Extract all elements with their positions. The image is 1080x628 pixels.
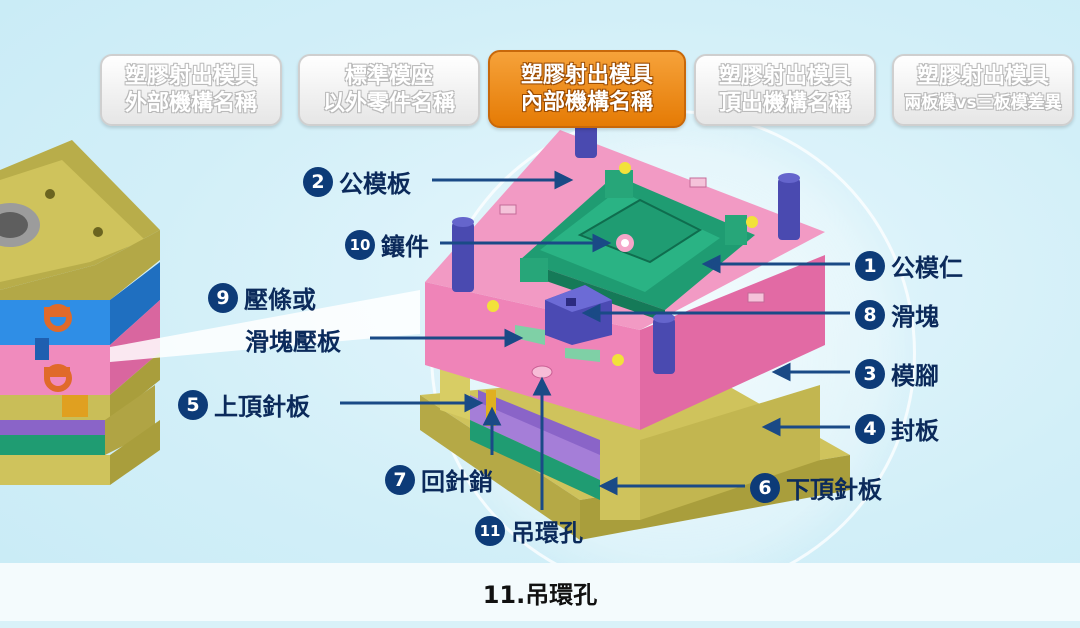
part-number-badge: 10 [345, 229, 375, 260]
tab-line1: 標準模座 [344, 64, 433, 89]
part-number-badge: 3 [855, 358, 885, 389]
part-name: 滑塊 [891, 303, 939, 331]
part-name: 封板 [891, 417, 939, 445]
part-name-line1: 壓條或 [244, 286, 316, 314]
part-name-line2: 滑塊壓板 [245, 328, 341, 356]
part-number-badge: 9 [208, 282, 238, 313]
caption-text: 11.吊環孔 [482, 580, 598, 609]
label-part-5: 5 上頂針板 [178, 387, 310, 422]
part-number-badge: 11 [475, 515, 505, 546]
part-name: 鑲件 [381, 233, 429, 261]
tab-ejection-mechanism[interactable]: 塑膠射出模具 頂出機構名稱 [694, 54, 876, 126]
part-number-badge: 5 [178, 389, 208, 420]
part-number-badge: 2 [303, 166, 333, 197]
part-number-badge: 4 [855, 413, 885, 444]
label-part-3: 3 模腳 [855, 356, 939, 391]
zoom-wedge [110, 290, 420, 362]
label-part-6: 6 下頂針板 [750, 470, 882, 505]
part-number-badge: 8 [855, 299, 885, 330]
label-part-9: 9 壓條或 [208, 280, 316, 315]
part-name: 下頂針板 [786, 476, 882, 504]
tab-internal-mechanism[interactable]: 塑膠射出模具 內部機構名稱 [488, 50, 686, 128]
tab-standard-mold-base[interactable]: 標準模座 以外零件名稱 [298, 54, 480, 126]
tab-line2: 以外零件名稱 [322, 91, 455, 116]
main-mold [420, 113, 850, 540]
tab-line2: 外部機構名稱 [124, 91, 257, 116]
part-name: 模腳 [891, 362, 939, 390]
part-number-badge: 1 [855, 250, 885, 281]
tab-line1: 塑膠射出模具 [916, 64, 1049, 89]
part-name: 公模板 [339, 170, 411, 198]
tab-external-mechanism[interactable]: 塑膠射出模具 外部機構名稱 [100, 54, 282, 126]
left-mold-view [0, 140, 160, 485]
caption-bar: 11.吊環孔 [0, 563, 1080, 621]
tab-line1: 塑膠射出模具 [124, 64, 257, 89]
label-part-8: 8 滑塊 [855, 297, 939, 332]
label-part-11: 11 吊環孔 [475, 513, 583, 548]
part-name: 上頂針板 [214, 393, 310, 421]
tab-line2: 頂出機構名稱 [718, 91, 851, 116]
tab-line1: 塑膠射出模具 [718, 64, 851, 89]
callout-arrows [340, 170, 850, 510]
tab-two-vs-three-plate[interactable]: 塑膠射出模具 兩板模vs三板模差異 [892, 54, 1074, 126]
label-part-10: 10 鑲件 [345, 227, 429, 262]
part-name: 公模仁 [891, 254, 963, 282]
bottom-strip [0, 621, 1080, 628]
part-number-badge: 7 [385, 464, 415, 495]
tab-line2: 兩板模vs三板模差異 [904, 93, 1062, 113]
label-part-9-line2: 滑塊壓板 [245, 322, 341, 357]
label-part-7: 7 回針銷 [385, 462, 493, 497]
part-name: 回針銷 [421, 468, 493, 496]
label-part-1: 1 公模仁 [855, 248, 963, 283]
label-part-4: 4 封板 [855, 411, 939, 446]
tab-line1: 塑膠射出模具 [520, 63, 653, 88]
tab-line2: 內部機構名稱 [520, 90, 653, 115]
part-name: 吊環孔 [511, 519, 583, 547]
label-part-2: 2 公模板 [303, 164, 411, 199]
part-number-badge: 6 [750, 472, 780, 503]
